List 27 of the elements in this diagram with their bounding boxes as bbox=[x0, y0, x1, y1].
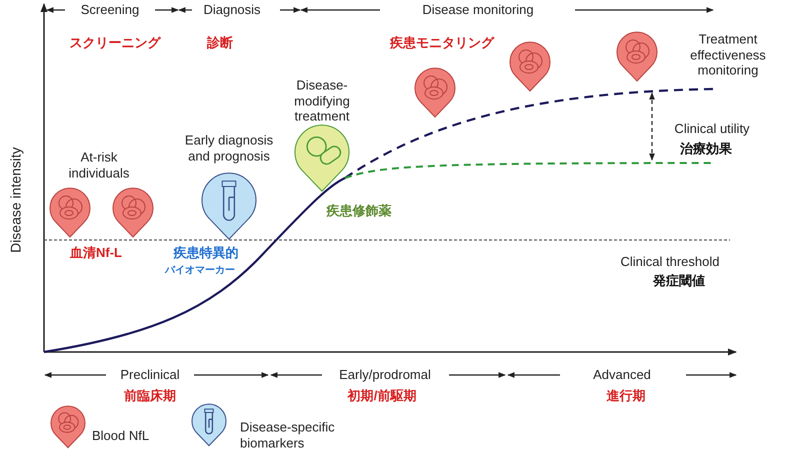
phase-label-ja: スクリーニング bbox=[70, 35, 160, 51]
phase-label: Screening bbox=[80, 2, 140, 18]
annotation-text: Clinical threshold bbox=[620, 254, 720, 270]
phase-label-ja: 疾患モニタリング bbox=[390, 35, 494, 51]
annotation-text-ja: 治療効果 bbox=[680, 141, 732, 157]
annotation-text-ja: 発症閾値 bbox=[653, 273, 705, 289]
legend-label: Disease-specific biomarkers bbox=[240, 419, 336, 451]
stage-label: Preclinical bbox=[120, 367, 180, 383]
stage-label: Advanced bbox=[593, 367, 651, 383]
phase-label-ja: 診断 bbox=[207, 35, 233, 51]
legend-label: Blood NfL bbox=[92, 428, 150, 444]
annotation-text-ja: 疾患特異的 bbox=[174, 245, 238, 261]
annotation-text: Early diagnosis and prognosis bbox=[184, 132, 274, 164]
annotation-text-ja: 疾患修飾薬 bbox=[326, 203, 392, 219]
annotation-text: At-risk individuals bbox=[68, 149, 130, 181]
annotation-text: Clinical utility bbox=[674, 121, 750, 137]
stage-label: Early/prodromal bbox=[339, 367, 431, 383]
phase-label: Diagnosis bbox=[203, 2, 261, 18]
axis-title: Disease intensity bbox=[8, 147, 24, 253]
phase-label: Disease monitoring bbox=[422, 2, 534, 18]
stage-label-ja: 初期/前駆期 bbox=[348, 388, 416, 404]
annotation-text: Treatment effectiveness monitoring bbox=[689, 32, 767, 78]
annotation-text-ja: バイオマーカー bbox=[165, 265, 235, 277]
annotation-text: Disease-modifying treatment bbox=[293, 78, 351, 124]
stage-label-ja: 進行期 bbox=[606, 388, 646, 404]
annotation-text-ja: 血清Nf-L bbox=[70, 245, 122, 261]
stage-label-ja: 前臨床期 bbox=[124, 388, 176, 404]
